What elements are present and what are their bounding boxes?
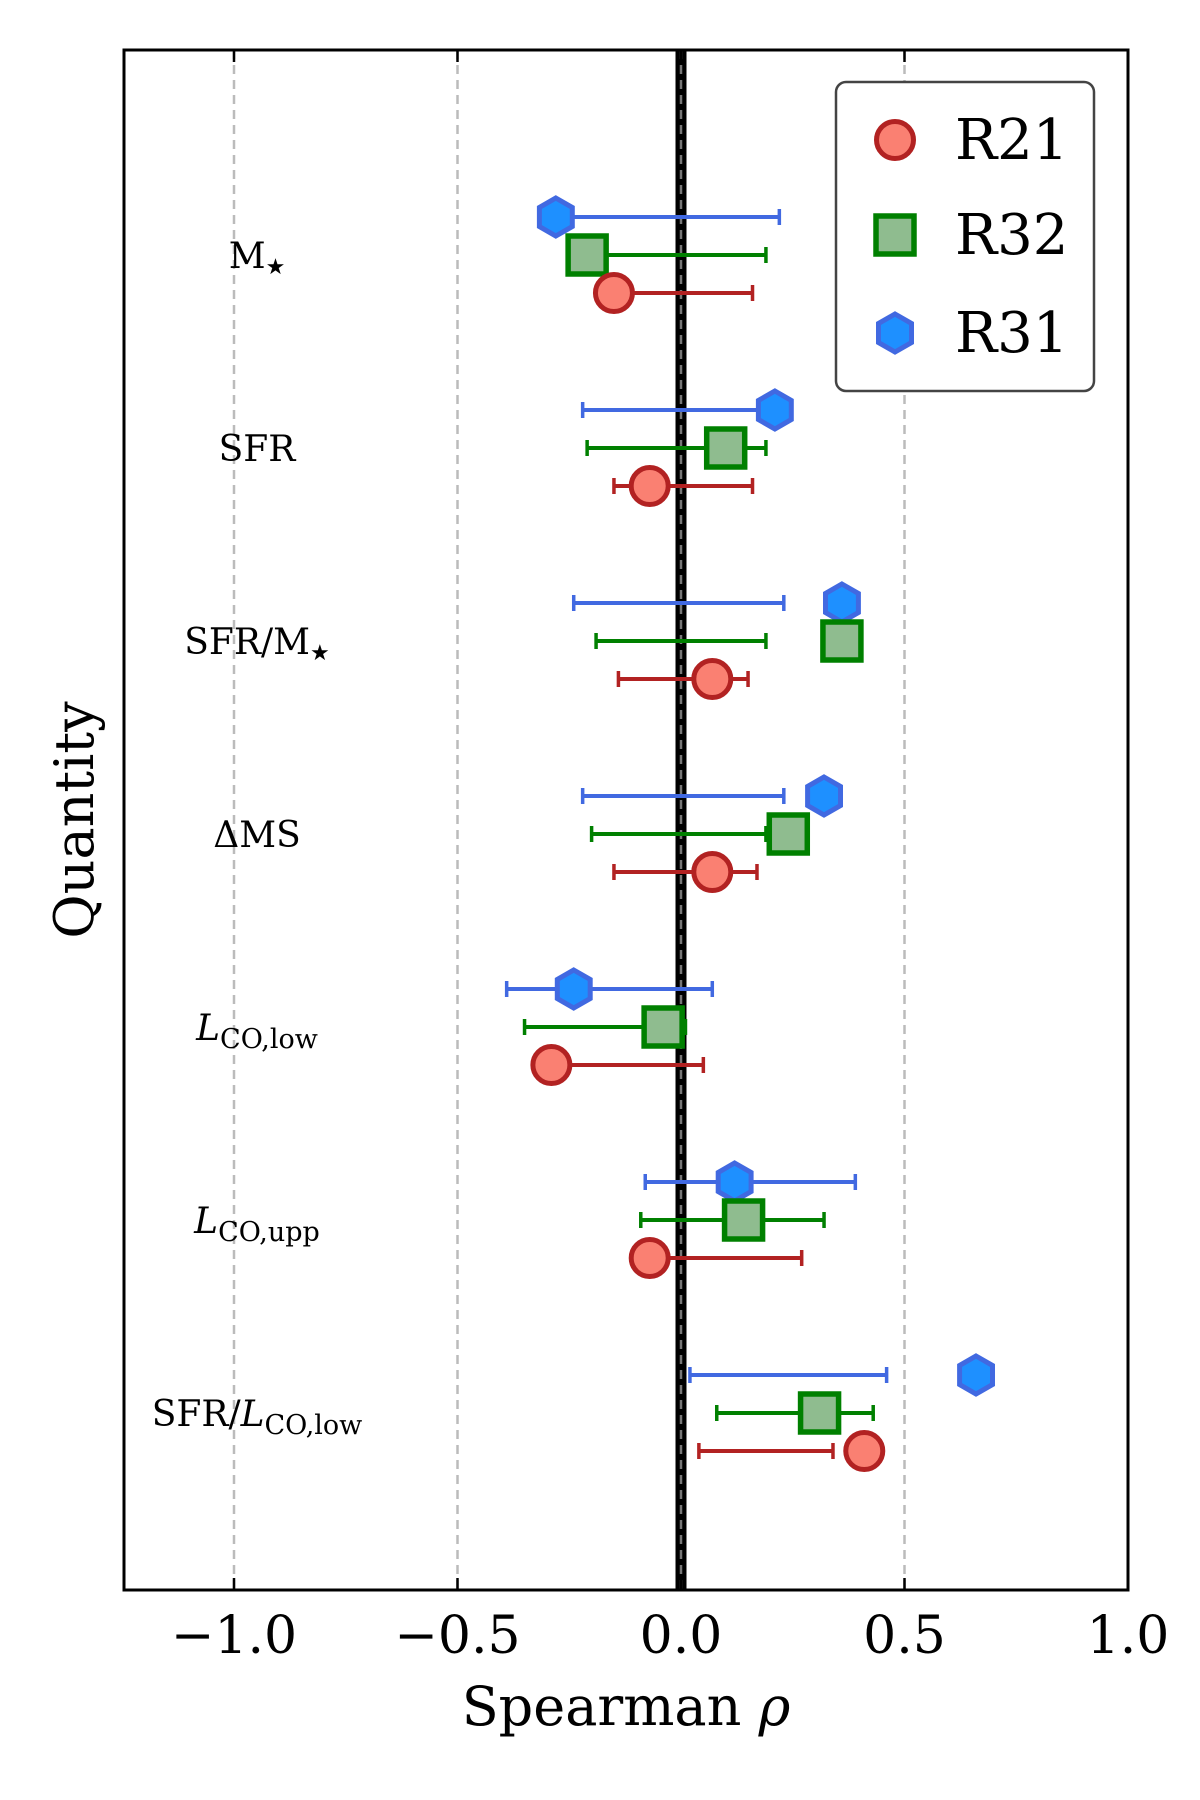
category-label-5: LCO,upp <box>193 1201 320 1248</box>
point-R31 <box>536 195 575 239</box>
category-label-3: ΔMS <box>213 815 301 856</box>
y-axis-label: Quantity <box>43 701 106 939</box>
point-R32 <box>797 1391 842 1435</box>
point-R32 <box>641 1005 685 1049</box>
legend-marker-R32 <box>873 213 917 257</box>
legend-label-R32: R32 <box>955 203 1068 268</box>
point-R31 <box>554 967 593 1011</box>
point-R21 <box>628 1237 671 1279</box>
point-R31 <box>805 774 843 818</box>
legend-marker-R31 <box>876 311 914 355</box>
point-R21 <box>691 851 734 893</box>
category-label-2: SFR/M★ <box>184 622 329 666</box>
x-tick-label: −1.0 <box>171 1606 297 1666</box>
x-tick-label: 0.5 <box>863 1606 946 1666</box>
series-layer <box>504 195 995 1472</box>
point-R21 <box>530 1044 573 1086</box>
category-label-1: SFR <box>219 429 297 470</box>
legend-label-R21: R21 <box>955 108 1068 173</box>
point-R32 <box>820 619 864 663</box>
series-R21 <box>530 272 886 1472</box>
category-label-4: LCO,low <box>195 1008 318 1055</box>
x-tick-label: 1.0 <box>1087 1606 1170 1666</box>
point-R31 <box>823 581 861 625</box>
series-R31 <box>504 195 995 1397</box>
point-R32 <box>565 233 609 277</box>
x-tick-label: 0.0 <box>640 1606 723 1666</box>
point-R31 <box>957 1353 995 1397</box>
legend-marker-R21 <box>874 119 916 161</box>
plot-frame <box>122 48 1130 1592</box>
point-R31 <box>755 388 794 432</box>
category-label-0: M★ <box>229 236 286 280</box>
point-R21 <box>691 658 734 700</box>
point-R32 <box>766 812 811 856</box>
point-R21 <box>592 272 635 314</box>
x-tick-layer: −1.0 −0.5 0.0 0.5 1.0 <box>171 50 1169 1666</box>
x-tick-label: −0.5 <box>394 1606 520 1666</box>
legend-label-R31: R31 <box>955 301 1068 366</box>
x-axis-label: Spearman ρ <box>462 1675 791 1738</box>
point-R21 <box>843 1430 886 1472</box>
point-R32 <box>721 1198 766 1242</box>
point-R21 <box>628 465 671 507</box>
category-label-6: SFR/LCO,low <box>152 1394 363 1441</box>
point-R32 <box>703 426 748 470</box>
series-R32 <box>522 233 875 1435</box>
point-R31 <box>715 1160 754 1204</box>
